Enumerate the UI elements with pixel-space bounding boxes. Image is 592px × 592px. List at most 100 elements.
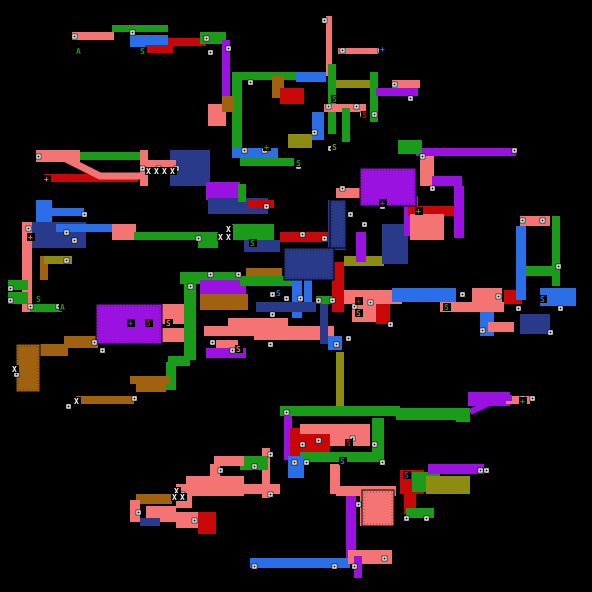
corridor-segment [262, 448, 270, 498]
corridor-segment [198, 512, 216, 534]
marker-backdrop [73, 397, 81, 405]
corridor-segment [80, 152, 140, 160]
corridor-segment [52, 208, 84, 216]
map-marker-hazard: X [12, 365, 17, 374]
corridor-segment [296, 72, 326, 82]
map-marker-shop: S [444, 303, 449, 312]
map-marker-key: A [76, 47, 81, 56]
map-marker-shop: S [140, 47, 145, 56]
corridor-segment [200, 294, 248, 310]
corridor-segment [140, 518, 160, 526]
path-node-core [363, 223, 366, 226]
path-node-core [409, 97, 412, 100]
marker-backdrop [539, 295, 547, 303]
marker-backdrop [139, 47, 147, 55]
dungeon-room [329, 199, 347, 249]
path-node-core [313, 131, 316, 134]
corridor-segment [184, 280, 196, 360]
map-marker-save: + [28, 233, 33, 242]
path-node-core [355, 105, 358, 108]
path-node-core [349, 213, 352, 216]
path-node-core [9, 299, 12, 302]
corridor-segment [392, 80, 420, 88]
marker-backdrop [75, 47, 83, 55]
path-node-core [531, 397, 534, 400]
marker-backdrop [169, 167, 177, 175]
corridor-segment [145, 45, 173, 53]
corridor-segment [280, 406, 400, 416]
map-marker-shop: S [332, 143, 337, 152]
marker-backdrop [59, 303, 67, 311]
marker-backdrop [249, 239, 257, 247]
path-node-core [269, 493, 272, 496]
corridor-segment [336, 352, 344, 416]
path-node-core [271, 293, 274, 296]
path-node-core [405, 517, 408, 520]
corridor-segment [206, 348, 246, 358]
room-pattern [361, 169, 415, 205]
path-node-core [323, 19, 326, 22]
corridor-segment [250, 558, 350, 568]
marker-backdrop [443, 303, 451, 311]
corridor-segment [280, 232, 340, 242]
corridor-diagonal [40, 154, 140, 180]
corridor-segment [320, 304, 328, 344]
path-node-core [209, 51, 212, 54]
marker-backdrop [235, 345, 243, 353]
path-node-core [369, 301, 372, 304]
corridor-segment [222, 96, 234, 112]
path-node-core [373, 443, 376, 446]
corridor-segment [64, 336, 98, 348]
corridor-segment [376, 304, 390, 324]
corridor-segment [304, 280, 312, 310]
corridor-layer [8, 16, 576, 578]
corridor-diagonal [468, 395, 512, 415]
corridor-segment [112, 25, 168, 32]
corridor-segment [392, 288, 456, 302]
corridor-segment [520, 314, 550, 334]
path-node-core [479, 469, 482, 472]
corridor-segment [346, 496, 356, 562]
marker-backdrop [519, 397, 527, 405]
path-node-core [253, 565, 256, 568]
corridor-segment [238, 184, 246, 202]
path-node-core [461, 293, 464, 296]
corridor-segment [232, 72, 242, 152]
path-node-core [425, 517, 428, 520]
corridor-segment [168, 38, 206, 46]
corridor-segment [8, 280, 28, 290]
path-node-core [211, 341, 214, 344]
path-node-core [285, 297, 288, 300]
map-marker-hazard: X [174, 487, 179, 496]
map-marker-hazard: X [162, 167, 167, 176]
corridor-segment [72, 32, 114, 40]
path-node-core [285, 411, 288, 414]
path-node-core [431, 187, 434, 190]
corridor-segment [166, 362, 176, 390]
corridor-segment [232, 148, 278, 158]
marker-backdrop [295, 159, 303, 167]
path-node-core [389, 323, 392, 326]
marker-backdrop [27, 233, 35, 241]
corridor-segment [370, 72, 378, 122]
corridor-segment [284, 416, 292, 460]
corridor-segment [416, 148, 516, 156]
corridor-segment [382, 224, 408, 264]
corridor-segment [22, 222, 32, 312]
marker-backdrop [361, 111, 369, 119]
corridor-segment [432, 176, 462, 186]
corridor-segment [228, 318, 288, 326]
corridor-segment [326, 16, 332, 76]
dungeon-room [283, 247, 335, 281]
corridor-segment [130, 376, 170, 384]
marker-backdrop [225, 225, 233, 233]
marker-backdrop [379, 45, 387, 53]
path-node-core [293, 461, 296, 464]
corridor-segment [526, 266, 554, 276]
path-node-core [209, 273, 212, 276]
map-marker-shop: S [362, 111, 367, 120]
corridor-segment [488, 322, 514, 332]
marker-backdrop [225, 233, 233, 241]
path-node-core [237, 273, 240, 276]
